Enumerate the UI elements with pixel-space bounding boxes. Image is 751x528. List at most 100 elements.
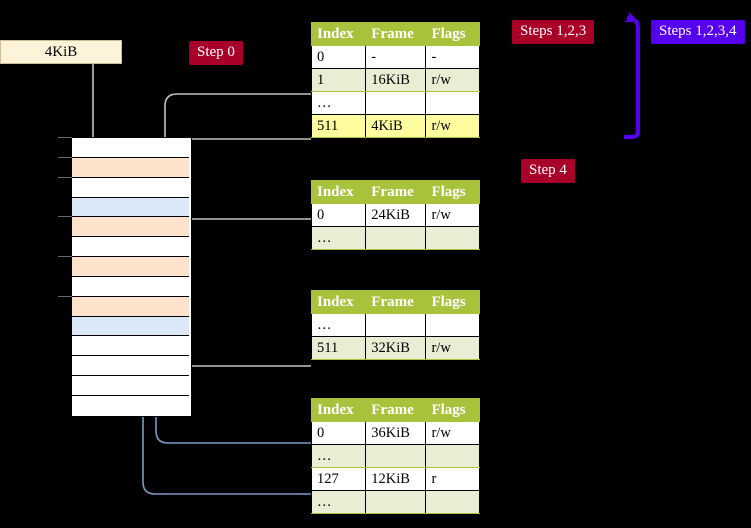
table-cell: r/w — [425, 421, 480, 445]
table-cell: r/w — [425, 68, 480, 92]
table-cell: 511 — [310, 114, 367, 138]
table-cell: 24KiB — [365, 203, 427, 227]
memory-tick — [58, 137, 72, 138]
column-header-frame: Frame — [365, 180, 427, 204]
cell-text: r — [431, 470, 437, 487]
table-row: … — [310, 490, 480, 514]
table-cell: … — [310, 226, 367, 250]
column-header-index: Index — [310, 180, 367, 204]
table-cell: 0 — [310, 45, 367, 69]
table-cell — [365, 490, 427, 514]
memory-cell — [72, 376, 189, 397]
memory-frame-box: 4KiB — [0, 40, 122, 64]
table-cell: 12KiB — [365, 467, 427, 491]
table-cell — [425, 444, 480, 468]
cell-text: … — [317, 493, 332, 510]
badge-step-0: Step 0 — [189, 41, 243, 65]
column-header-index: Index — [310, 290, 367, 314]
cell-text: 1 — [317, 71, 325, 88]
memory-cell — [72, 157, 189, 178]
memory-cell — [72, 257, 189, 277]
cell-text: - — [371, 48, 377, 65]
badge-steps-123: Steps 1,2,3 — [512, 20, 595, 44]
table-row: 0-- — [310, 45, 480, 69]
cell-text: 511 — [317, 117, 339, 134]
column-header-index: Index — [310, 22, 367, 46]
badge-step-4: Step 4 — [521, 159, 575, 183]
column-header-index: Index — [310, 398, 367, 422]
table-cell: - — [365, 45, 427, 69]
table-cell: … — [310, 444, 367, 468]
cell-text: 16KiB — [371, 71, 410, 88]
table-row: … — [310, 313, 480, 337]
cell-text: r/w — [431, 206, 451, 223]
cell-text: 32KiB — [371, 339, 410, 356]
cell-text: - — [431, 48, 437, 65]
column-header-flags: Flags — [425, 398, 480, 422]
column-header-frame: Frame — [365, 290, 427, 314]
table-cell — [425, 490, 480, 514]
table-cell: … — [310, 313, 367, 337]
table-cell — [425, 313, 480, 337]
memory-cell — [72, 217, 189, 238]
memory-tick — [58, 216, 72, 218]
table-cell — [365, 444, 427, 468]
cell-text: r/w — [431, 339, 451, 356]
table-cell: 0 — [310, 203, 367, 227]
memory-frame-label: 4KiB — [44, 43, 78, 60]
memory-tick — [58, 176, 72, 178]
column-header-flags: Flags — [425, 180, 480, 204]
badge-steps-1234: Steps 1,2,3,4 — [651, 20, 745, 44]
table-cell: r/w — [425, 203, 480, 227]
cell-text: 24KiB — [371, 206, 410, 223]
column-header-frame: Frame — [365, 22, 427, 46]
table-cell — [425, 91, 480, 115]
cell-text: r/w — [431, 71, 451, 88]
table-row: … — [310, 91, 480, 115]
table-cell — [425, 226, 480, 250]
table-cell: 16KiB — [365, 68, 427, 92]
table-cell: r/w — [425, 114, 480, 138]
cell-text: … — [317, 447, 332, 464]
cell-text: 127 — [317, 470, 339, 487]
cell-text: r/w — [431, 424, 451, 441]
memory-cell — [72, 138, 189, 158]
table-cell: r — [425, 467, 480, 491]
cell-text: r/w — [431, 117, 451, 134]
table-cell: 511 — [310, 336, 367, 360]
table-cell — [365, 91, 427, 115]
table-cell: … — [310, 91, 367, 115]
table-cell: 36KiB — [365, 421, 427, 445]
memory-cell — [72, 237, 189, 258]
memory-cell — [72, 396, 189, 416]
column-header-frame: Frame — [365, 398, 427, 422]
cell-text: 0 — [317, 206, 325, 223]
table-cell: 0 — [310, 421, 367, 445]
memory-cell — [72, 197, 189, 218]
table-row: 1 16KiB r/w — [310, 68, 480, 92]
table-cell: 32KiB — [365, 336, 427, 360]
memory-cell — [72, 276, 189, 297]
table-row: 0 24KiB r/w — [310, 203, 480, 227]
table-cell: 4KiB — [365, 114, 427, 138]
table-cell — [365, 313, 427, 337]
table-cell: r/w — [425, 336, 480, 360]
table-cell: - — [425, 45, 480, 69]
cell-text: 36KiB — [371, 424, 410, 441]
memory-cell — [72, 296, 189, 317]
cell-text: … — [317, 94, 332, 111]
memory-tick — [58, 295, 72, 297]
physical-memory-column — [71, 137, 192, 417]
memory-cell — [72, 316, 189, 337]
